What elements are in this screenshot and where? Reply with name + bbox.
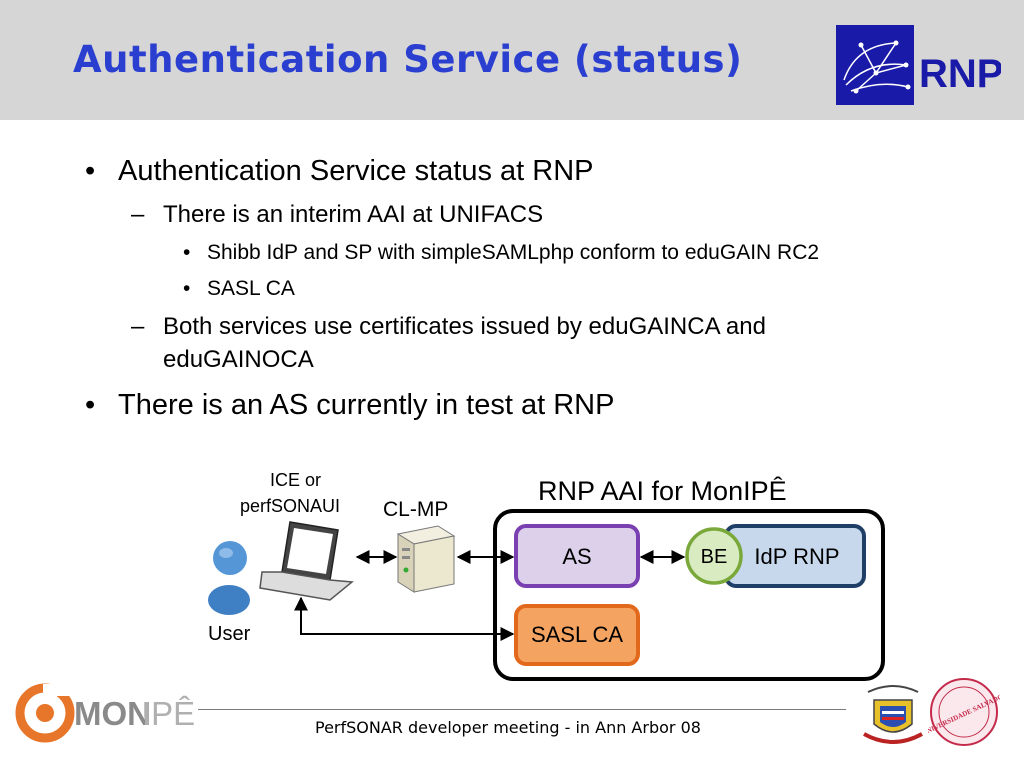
monipe-logo: MON IPÊ bbox=[15, 683, 194, 743]
footer-text: PerfSONAR developer meeting - in Ann Arb… bbox=[315, 718, 701, 737]
be-circle bbox=[685, 527, 743, 585]
sasl-ca-box bbox=[514, 604, 640, 666]
footer-divider bbox=[198, 709, 846, 710]
bullet-2: There is an AS currently in test at RNP bbox=[118, 389, 615, 421]
rnp-logo-text: RNP bbox=[919, 52, 1001, 96]
slide-title: Authentication Service (status) bbox=[73, 38, 743, 81]
be-label: BE bbox=[701, 546, 728, 568]
rnp-logo: RNP bbox=[836, 25, 1001, 105]
sub-bullet-marker: • bbox=[183, 277, 191, 300]
bullet-1-1: There is an interim AAI at UNIFACS bbox=[163, 201, 544, 228]
sasl-ca-label: SASL CA bbox=[531, 622, 623, 647]
bullet-1-2-line1: Both services use certificates issued by… bbox=[163, 313, 766, 340]
bullet-1-1-2: SASL CA bbox=[207, 277, 295, 300]
universidade-salvador-seal: UNIVERSIDADE SALVADOR bbox=[928, 678, 1000, 746]
idp-label: IdP RNP bbox=[754, 544, 839, 569]
bullet-1-2-line2: eduGAINOCA bbox=[163, 346, 314, 373]
architecture-diagram: User ICE or perfSONAUI CL-MP RNP AAI for… bbox=[208, 470, 885, 681]
as-label: AS bbox=[562, 544, 591, 569]
server-label: CL-MP bbox=[383, 498, 448, 521]
bullet-1: Authentication Service status at RNP bbox=[118, 155, 594, 187]
user-icon bbox=[208, 541, 250, 615]
user-label: User bbox=[208, 623, 251, 645]
client-label-line2: perfSONAUI bbox=[240, 496, 340, 516]
dash-marker: – bbox=[131, 313, 145, 340]
monipe-text-b: IPÊ bbox=[142, 695, 194, 732]
as-box bbox=[514, 524, 640, 588]
server-icon bbox=[396, 525, 456, 593]
laptop-icon bbox=[259, 521, 354, 601]
monipe-text-a: MON bbox=[74, 695, 151, 732]
ufba-coat-of-arms bbox=[863, 685, 923, 744]
dash-marker: – bbox=[131, 201, 145, 228]
client-label-line1: ICE or bbox=[270, 470, 321, 490]
sub-bullet-marker: • bbox=[183, 241, 191, 264]
bullet-marker: • bbox=[85, 155, 96, 187]
bullet-marker: • bbox=[85, 389, 96, 421]
group-title: RNP AAI for MonIPÊ bbox=[538, 475, 787, 506]
bullet-1-1-1: Shibb IdP and SP with simpleSAMLphp conf… bbox=[207, 241, 820, 264]
arrow-client-sasl bbox=[294, 596, 515, 641]
